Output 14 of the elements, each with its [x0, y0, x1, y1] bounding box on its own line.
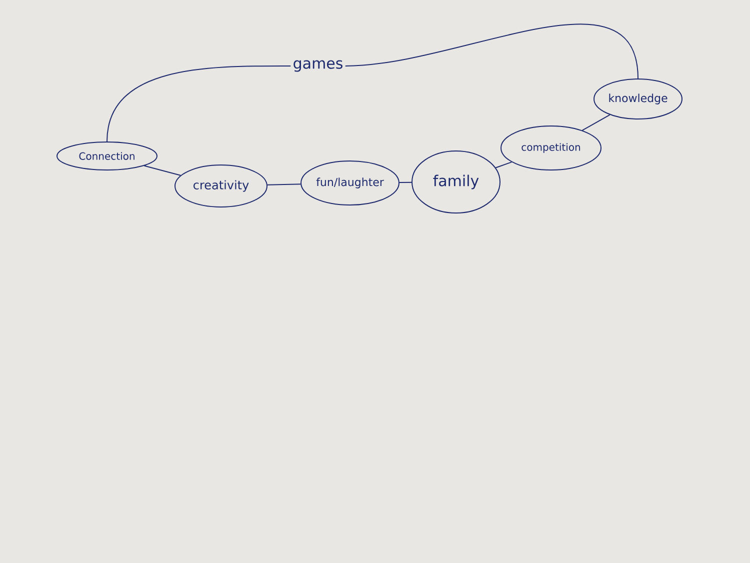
ellipse-node: knowledge	[594, 78, 682, 120]
ellipse-node: family	[412, 150, 500, 214]
connector-line	[582, 114, 610, 131]
ellipse-node: fun/laughter	[300, 160, 400, 206]
connector-line	[344, 24, 638, 79]
node-label: games	[294, 60, 342, 72]
connector-line	[495, 162, 512, 168]
connector-line	[266, 184, 302, 186]
connector-line	[399, 182, 412, 184]
ellipse-node: competition	[500, 126, 602, 170]
ellipse-node: Connection	[56, 142, 158, 170]
connector-line	[106, 66, 292, 142]
ellipse-node: creativity	[174, 164, 268, 208]
connector-line	[144, 165, 182, 176]
